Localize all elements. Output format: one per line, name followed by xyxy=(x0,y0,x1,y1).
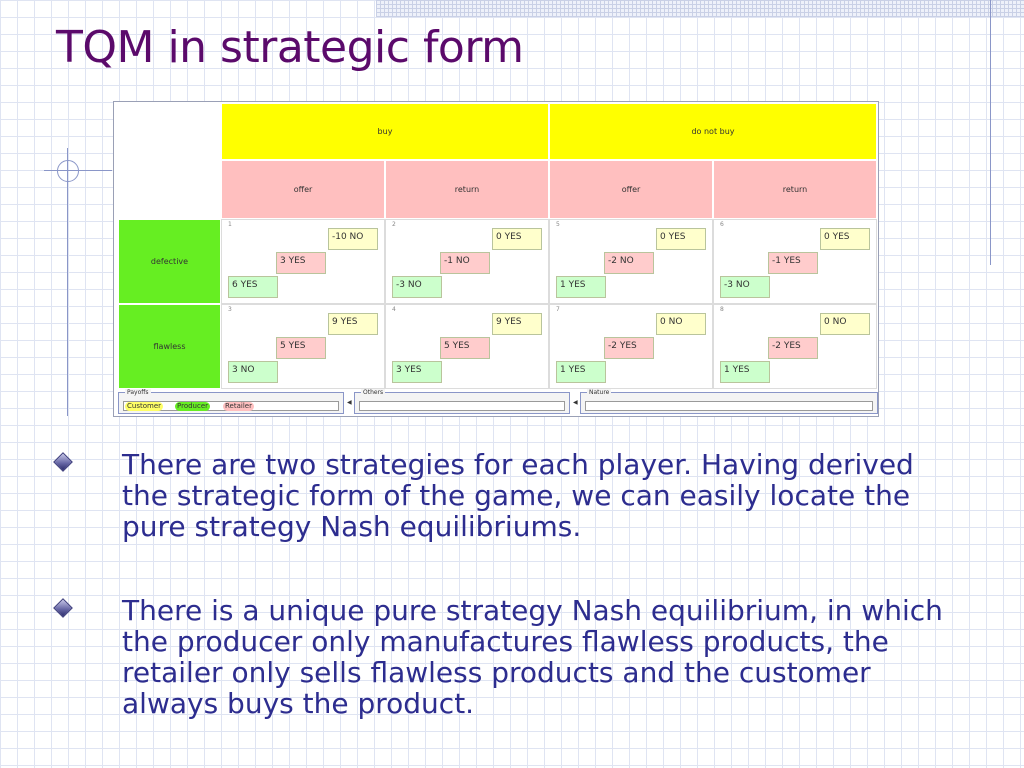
cell-number: 6 xyxy=(720,221,724,228)
retailer-tag[interactable]: Retailer xyxy=(223,402,254,411)
producer-strategy-defective[interactable]: defective xyxy=(118,219,221,304)
customer-payoff: 0 YES xyxy=(656,228,706,250)
retailer-strategy-offer[interactable]: offer xyxy=(549,160,713,219)
retailer-strategy-return[interactable]: return xyxy=(713,160,877,219)
nature-field xyxy=(585,401,873,411)
bullet-text: There are two strategies for each player… xyxy=(122,448,914,543)
retailer-payoff: 3 YES xyxy=(392,361,442,383)
producer-payoff: -1 YES xyxy=(768,252,818,274)
payoff-cell[interactable]: 7 0 NO -2 YES 1 YES xyxy=(549,304,713,389)
decorative-circle xyxy=(57,160,79,182)
payoff-cell[interactable]: 3 9 YES 5 YES 3 NO xyxy=(221,304,385,389)
diamond-bullet-icon xyxy=(53,598,73,618)
producer-payoff: -2 YES xyxy=(604,337,654,359)
cell-number: 4 xyxy=(392,306,396,313)
producer-payoff: -1 NO xyxy=(440,252,490,274)
payoff-cell[interactable]: 4 9 YES 5 YES 3 YES xyxy=(385,304,549,389)
producer-strategy-flawless[interactable]: flawless xyxy=(118,304,221,389)
producer-payoff: 5 YES xyxy=(276,337,326,359)
nature-label: Nature xyxy=(587,389,612,396)
retailer-payoff: 1 YES xyxy=(720,361,770,383)
retailer-payoff: 3 NO xyxy=(228,361,278,383)
cell-number: 7 xyxy=(556,306,560,313)
others-field xyxy=(359,401,565,411)
producer-payoff: 5 YES xyxy=(440,337,490,359)
retailer-payoff: 1 YES xyxy=(556,361,606,383)
decorative-band xyxy=(376,0,1024,17)
customer-tag[interactable]: Customer xyxy=(125,402,164,411)
decorative-line xyxy=(990,0,991,265)
cell-number: 5 xyxy=(556,221,560,228)
retailer-payoff: 1 YES xyxy=(556,276,606,298)
status-bar: Payoffs Customer Producer Retailer ◀ Oth… xyxy=(118,389,878,414)
payoffs-panel: Payoffs Customer Producer Retailer ◀ xyxy=(118,389,352,414)
customer-payoff: 0 NO xyxy=(656,313,706,335)
table-corner xyxy=(118,103,221,219)
retailer-strategy-return[interactable]: return xyxy=(385,160,549,219)
retailer-strategy-offer[interactable]: offer xyxy=(221,160,385,219)
retailer-payoff: -3 NO xyxy=(392,276,442,298)
payoff-cell[interactable]: 6 0 YES -1 YES -3 NO xyxy=(713,219,877,304)
producer-tag[interactable]: Producer xyxy=(175,402,211,411)
others-label: Others xyxy=(361,389,386,396)
producer-payoff: -2 YES xyxy=(768,337,818,359)
retailer-payoff: 6 YES xyxy=(228,276,278,298)
payoff-cell[interactable]: 5 0 YES -2 NO 1 YES xyxy=(549,219,713,304)
customer-payoff: 9 YES xyxy=(328,313,378,335)
producer-payoff: 3 YES xyxy=(276,252,326,274)
cell-number: 8 xyxy=(720,306,724,313)
customer-payoff: 0 NO xyxy=(820,313,870,335)
strategic-form-table: buy do not buy offer return offer return… xyxy=(113,101,879,417)
payoffs-label: Payoffs xyxy=(125,389,151,396)
diamond-bullet-icon xyxy=(53,452,73,472)
nature-panel: Nature xyxy=(580,389,878,414)
customer-payoff: 0 YES xyxy=(820,228,870,250)
customer-payoff: 9 YES xyxy=(492,313,542,335)
slide-title: TQM in strategic form xyxy=(56,22,524,73)
payoff-cell[interactable]: 1 -10 NO 3 YES 6 YES xyxy=(221,219,385,304)
customer-payoff: 0 YES xyxy=(492,228,542,250)
decorative-line xyxy=(67,148,68,416)
payoff-cell[interactable]: 2 0 YES -1 NO -3 NO xyxy=(385,219,549,304)
cell-number: 1 xyxy=(228,221,232,228)
cell-number: 2 xyxy=(392,221,396,228)
customer-strategy-buy[interactable]: buy xyxy=(221,103,549,160)
retailer-payoff: -3 NO xyxy=(720,276,770,298)
producer-payoff: -2 NO xyxy=(604,252,654,274)
customer-strategy-do-not-buy[interactable]: do not buy xyxy=(549,103,877,160)
customer-payoff: -10 NO xyxy=(328,228,378,250)
payoff-cell[interactable]: 8 0 NO -2 YES 1 YES xyxy=(713,304,877,389)
others-panel: Others ◀ xyxy=(354,389,578,414)
scroll-arrow-icon[interactable]: ◀ xyxy=(573,399,578,406)
scroll-arrow-icon[interactable]: ◀ xyxy=(347,399,352,406)
bullet-text: There is a unique pure strategy Nash equ… xyxy=(122,594,943,720)
cell-number: 3 xyxy=(228,306,232,313)
